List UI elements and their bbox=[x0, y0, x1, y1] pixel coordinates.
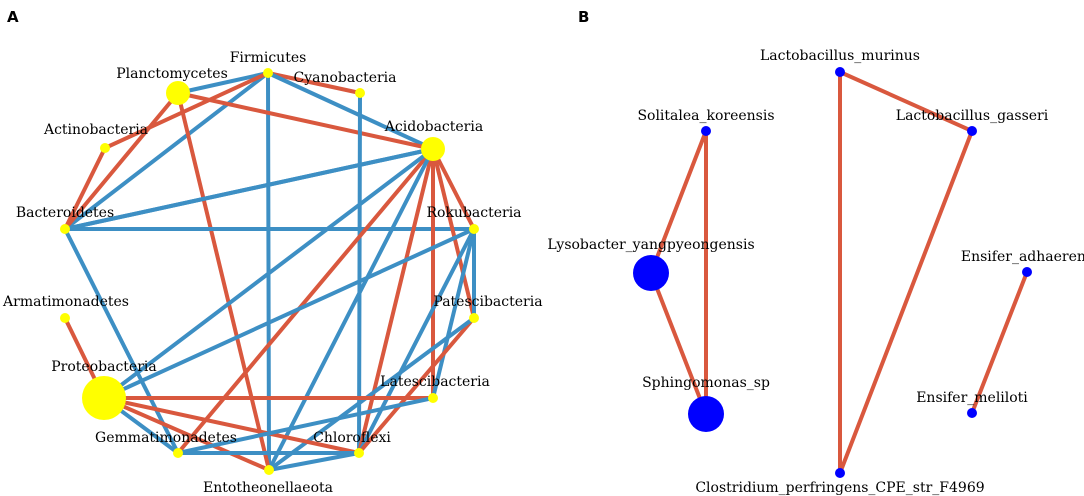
edge-acidobacteria-bacteroidetes bbox=[63, 147, 435, 231]
node-solitalea-koreensis bbox=[701, 126, 711, 136]
node-chloroflexi bbox=[354, 448, 364, 458]
edge-cyanobacteria-chloroflexi bbox=[357, 91, 362, 455]
node-label-lysobacter-yangpyeongensis: Lysobacter_yangpyeongensis bbox=[547, 237, 754, 253]
node-label-acidobacteria: Acidobacteria bbox=[384, 119, 483, 135]
node-label-clostridium-perfringens-cpe-str-f4969: Clostridium_perfringens_CPE_str_F4969 bbox=[695, 480, 984, 496]
node-planctomycetes bbox=[166, 81, 190, 105]
node-entotheonellaeota bbox=[264, 465, 274, 475]
panel-a-edges bbox=[63, 71, 476, 472]
edge-planctomycetes-entotheonellaeota bbox=[176, 91, 271, 472]
node-rokubacteria bbox=[469, 224, 479, 234]
node-armatimonadetes bbox=[60, 313, 70, 323]
edge-acidobacteria-patescibacteria bbox=[431, 147, 476, 320]
edge-bacteroidetes-gemmatimonadetes bbox=[63, 227, 180, 455]
node-label-planctomycetes: Planctomycetes bbox=[116, 66, 228, 82]
node-lactobacillus-murinus bbox=[835, 67, 845, 77]
node-label-proteobacteria: Proteobacteria bbox=[51, 359, 156, 375]
edge-acidobacteria-gemmatimonadetes bbox=[176, 147, 435, 455]
node-label-patescibacteria: Patescibacteria bbox=[433, 294, 542, 310]
node-label-lactobacillus-gasseri: Lactobacillus_gasseri bbox=[896, 108, 1049, 124]
edge-proteobacteria-chloroflexi bbox=[102, 396, 361, 455]
edge-lactobacillus-gasseri-clostridium-perfringens-cpe-str-f4969 bbox=[838, 129, 974, 475]
edge-rokubacteria-chloroflexi bbox=[357, 227, 476, 455]
edge-patescibacteria-entotheonellaeota bbox=[267, 316, 476, 472]
edge-acidobacteria-rokubacteria bbox=[431, 147, 476, 231]
node-ensifer-adhaerens bbox=[1022, 267, 1032, 277]
panel-a-label: A bbox=[7, 8, 19, 26]
node-ensifer-meliloti bbox=[967, 408, 977, 418]
node-label-rokubacteria: Rokubacteria bbox=[426, 205, 521, 221]
edge-planctomycetes-bacteroidetes bbox=[63, 91, 180, 231]
node-lactobacillus-gasseri bbox=[967, 126, 977, 136]
edge-ensifer-adhaerens-ensifer-meliloti bbox=[970, 270, 1029, 415]
node-label-ensifer-adhaerens: Ensifer_adhaerens bbox=[961, 249, 1084, 265]
node-label-cyanobacteria: Cyanobacteria bbox=[294, 70, 397, 86]
node-firmicutes bbox=[263, 68, 273, 78]
node-label-lactobacillus-murinus: Lactobacillus_murinus bbox=[760, 48, 920, 64]
node-clostridium-perfringens-cpe-str-f4969 bbox=[835, 468, 845, 478]
node-label-gemmatimonadetes: Gemmatimonadetes bbox=[95, 430, 237, 446]
node-patescibacteria bbox=[469, 313, 479, 323]
node-label-chloroflexi: Chloroflexi bbox=[313, 430, 391, 446]
edge-proteobacteria-entotheonellaeota bbox=[102, 396, 271, 472]
panel-a-nodes bbox=[60, 68, 479, 475]
panel-b-label: B bbox=[578, 8, 589, 26]
node-label-latescibacteria: Latescibacteria bbox=[380, 374, 490, 390]
node-acidobacteria bbox=[421, 137, 445, 161]
node-label-solitalea-koreensis: Solitalea_koreensis bbox=[637, 108, 774, 124]
edge-acidobacteria-proteobacteria bbox=[102, 147, 435, 400]
node-label-bacteroidetes: Bacteroidetes bbox=[16, 205, 114, 221]
edge-planctomycetes-acidobacteria bbox=[176, 91, 435, 151]
edge-firmicutes-acidobacteria bbox=[266, 71, 435, 151]
node-actinobacteria bbox=[100, 143, 110, 153]
edge-chloroflexi-entotheonellaeota bbox=[267, 451, 361, 472]
node-label-ensifer-meliloti: Ensifer_meliloti bbox=[916, 390, 1028, 406]
panel-b-edges bbox=[649, 70, 1029, 475]
node-label-sphingomonas-sp: Sphingomonas_sp bbox=[642, 375, 770, 391]
edge-acidobacteria-entotheonellaeota bbox=[267, 147, 435, 472]
edge-latescibacteria-gemmatimonadetes bbox=[176, 396, 435, 455]
edge-actinobacteria-bacteroidetes bbox=[63, 146, 107, 231]
edge-lactobacillus-murinus-lactobacillus-gasseri bbox=[838, 70, 974, 133]
node-latescibacteria bbox=[428, 393, 438, 403]
edge-patescibacteria-chloroflexi bbox=[357, 316, 476, 455]
edge-rokubacteria-latescibacteria bbox=[431, 227, 476, 400]
edge-firmicutes-planctomycetes bbox=[176, 71, 270, 95]
edge-lysobacter-yangpyeongensis-sphingomonas-sp bbox=[649, 271, 708, 416]
node-lysobacter-yangpyeongensis bbox=[633, 255, 669, 291]
node-label-entotheonellaeota: Entotheonellaeota bbox=[203, 480, 333, 496]
node-proteobacteria bbox=[82, 376, 126, 420]
panel-b-network: B Lactobacillus_murinusSolitalea_koreens… bbox=[547, 8, 1084, 496]
panel-b-nodes bbox=[633, 67, 1032, 478]
edge-rokubacteria-proteobacteria bbox=[102, 227, 476, 400]
edge-firmicutes-cyanobacteria bbox=[266, 71, 362, 95]
node-label-actinobacteria: Actinobacteria bbox=[43, 122, 148, 138]
edge-solitalea-koreensis-lysobacter-yangpyeongensis bbox=[649, 129, 708, 275]
panel-b-labels: Lactobacillus_murinusSolitalea_koreensis… bbox=[547, 48, 1084, 496]
node-label-firmicutes: Firmicutes bbox=[230, 50, 307, 66]
edge-firmicutes-bacteroidetes bbox=[63, 71, 270, 231]
node-bacteroidetes bbox=[60, 224, 70, 234]
node-sphingomonas-sp bbox=[688, 396, 724, 432]
node-label-armatimonadetes: Armatimonadetes bbox=[2, 294, 129, 310]
edge-actinobacteria-firmicutes bbox=[103, 71, 270, 150]
edge-acidobacteria-chloroflexi bbox=[357, 147, 435, 455]
node-gemmatimonadetes bbox=[173, 448, 183, 458]
node-cyanobacteria bbox=[355, 88, 365, 98]
